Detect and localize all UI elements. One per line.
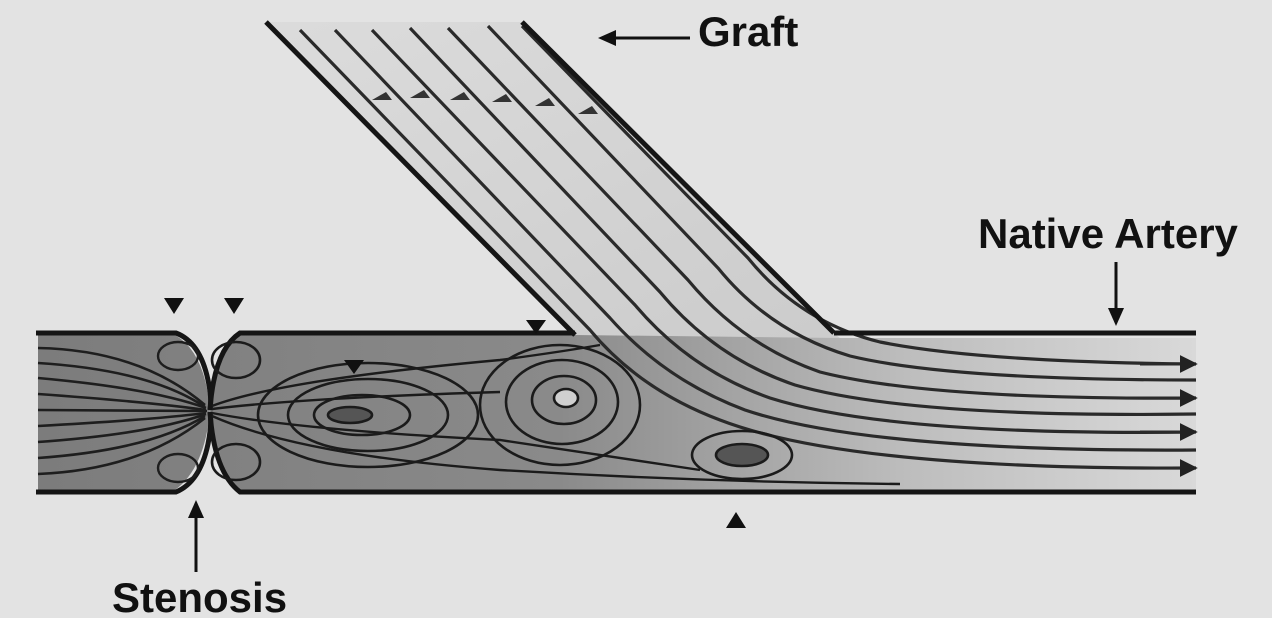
native-artery-pointer-arrow (1108, 262, 1124, 326)
marker-triangle-down (224, 298, 244, 314)
graft-pointer-arrow (598, 30, 690, 46)
marker-triangle-up (726, 512, 746, 528)
native-artery-label: Native Artery (978, 210, 1238, 258)
stenosis-pointer-arrow (188, 500, 204, 572)
graft-label: Graft (698, 8, 798, 56)
vortex-core (328, 407, 372, 423)
stenosis-label: Stenosis (112, 574, 287, 618)
marker-triangle-down (164, 298, 184, 314)
